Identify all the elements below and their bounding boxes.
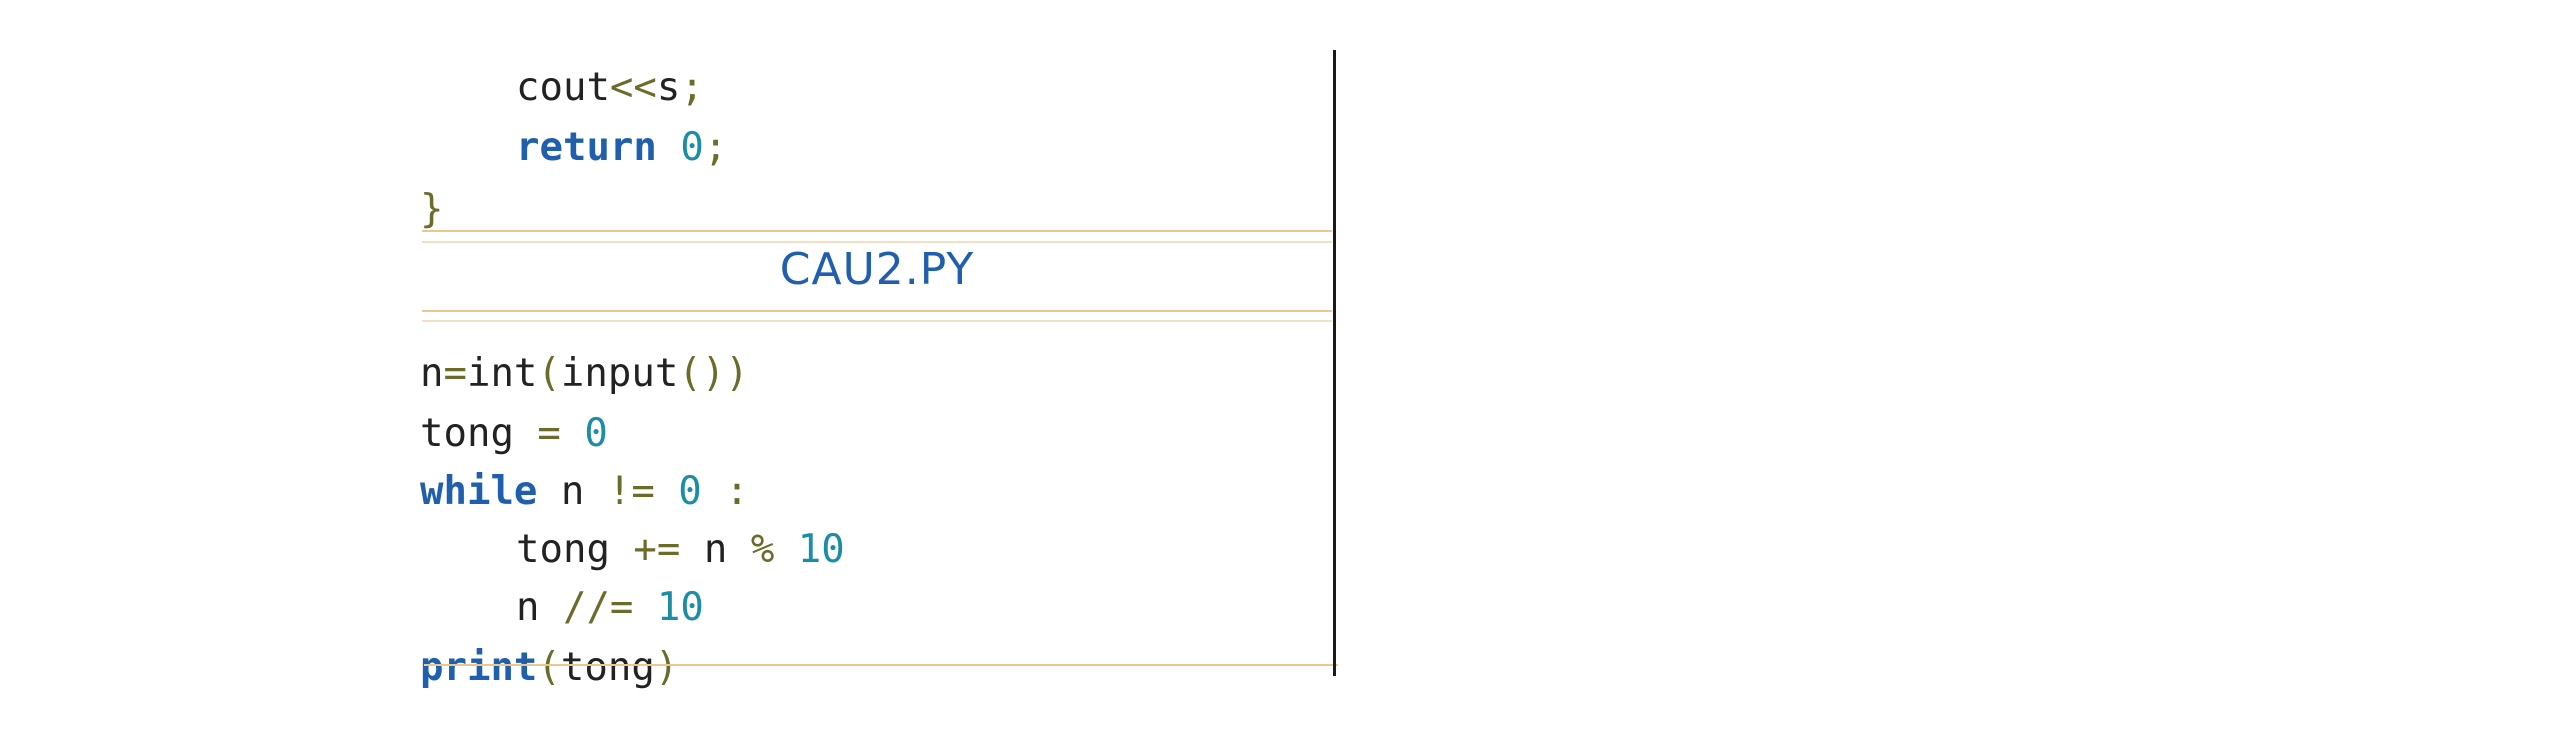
cpp-line-cout: cout<<s;	[420, 62, 704, 114]
cpp-line-brace: }	[420, 184, 443, 236]
token-keyword: return	[516, 125, 657, 170]
token-ident: n	[516, 585, 563, 630]
token-op: !=	[607, 469, 655, 514]
token-ident: n	[537, 469, 608, 514]
py-line-6: print(tong)	[420, 642, 678, 694]
token-paren: (	[537, 645, 561, 690]
py-line-4: tong += n % 10	[420, 524, 845, 576]
token-semicolon: ;	[703, 125, 728, 170]
code-panel: cout<<s; return 0; } CAU2.PY n=int(input…	[420, 48, 1340, 690]
divider-title-bottom-2	[422, 320, 1332, 322]
py-line-3: while n != 0 :	[420, 466, 749, 518]
token-number: 0	[680, 125, 704, 170]
token-keyword: while	[420, 469, 538, 514]
token-ident: tong	[560, 645, 655, 690]
token-semicolon: ;	[680, 65, 704, 110]
token-colon: :	[701, 469, 749, 514]
token-ident: n	[420, 351, 444, 396]
token-number: 0	[654, 469, 702, 514]
token-builtin: int	[466, 351, 538, 396]
py-line-1: n=int(input())	[420, 348, 749, 400]
divider-top-1	[422, 230, 1332, 232]
token-ident: s	[656, 65, 681, 110]
token-ident: n	[680, 527, 751, 572]
token-paren: )	[654, 645, 679, 690]
divider-title-bottom-1	[422, 310, 1332, 312]
token-op: <<	[609, 65, 657, 110]
token-op: //=	[562, 585, 634, 630]
token-brace: }	[420, 187, 444, 232]
token-builtin: input	[560, 351, 679, 396]
py-line-2: tong = 0	[420, 408, 608, 460]
token-ident: tong	[420, 411, 514, 456]
token-op: =	[443, 351, 467, 396]
py-line-5: n //= 10	[420, 582, 704, 634]
token-paren: ())	[678, 351, 749, 396]
token-paren: (	[537, 351, 561, 396]
divider-bottom	[424, 664, 1338, 666]
token-op: +=	[633, 527, 681, 572]
cpp-line-return: return 0;	[420, 122, 727, 174]
token-ident: cout	[516, 65, 610, 110]
token-ident: tong	[516, 527, 634, 572]
file-title: CAU2.PY	[779, 244, 975, 295]
token-op: %	[750, 527, 775, 572]
token-op: =	[513, 411, 585, 456]
token-number: 10	[633, 585, 704, 630]
divider-top-2	[422, 241, 1332, 243]
token-keyword: print	[420, 645, 538, 690]
page-border-right	[1333, 50, 1336, 676]
token-number: 0	[584, 411, 608, 456]
token-number: 10	[774, 527, 845, 572]
